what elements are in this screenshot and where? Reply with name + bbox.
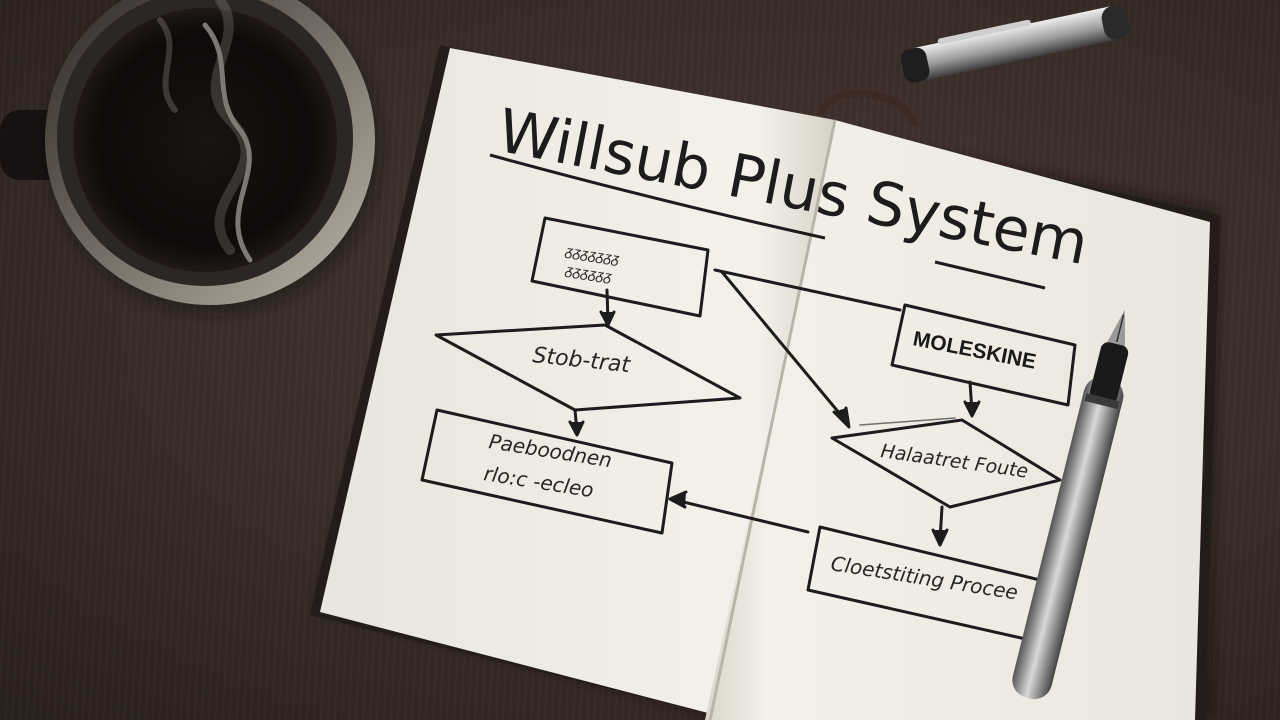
flow-lower-left-box (420, 408, 674, 535)
notebook (310, 45, 1220, 720)
flow-decision-right (830, 418, 1062, 509)
coffee-mug (0, 0, 383, 316)
steam (157, 0, 253, 263)
flow-label-box (890, 303, 1077, 407)
flow-top-box (530, 216, 710, 318)
pen-cap (900, 5, 1130, 83)
coffee-surface (73, 8, 337, 272)
fountain-pen (1012, 309, 1129, 700)
bookmark-ribbon (816, 89, 919, 127)
top-box-text-2: ᵹᵹᵹᵹᵹᵹ (563, 262, 613, 285)
flow-decision-left (434, 323, 742, 412)
left-page (320, 48, 835, 720)
